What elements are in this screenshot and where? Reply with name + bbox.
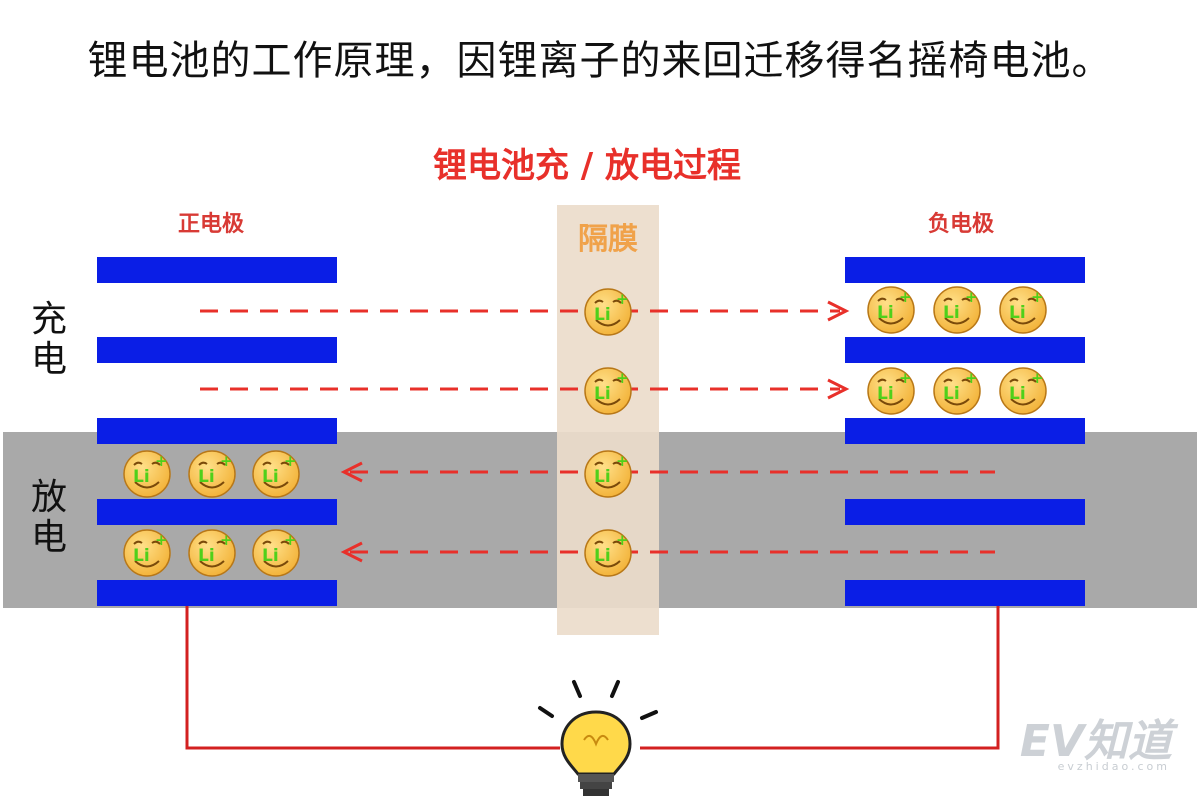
ion-charge: + — [616, 452, 629, 470]
discharge-arrow-head — [340, 541, 363, 563]
ion-charge: + — [220, 531, 233, 549]
lithium-ion-icon: Li + — [583, 449, 633, 499]
ion-label: Li — [594, 546, 611, 566]
ion-charge: + — [1031, 369, 1044, 387]
ion-charge: + — [220, 452, 233, 470]
lithium-ion-icon: Li + — [251, 528, 301, 578]
charge-label-text: 充电 — [30, 299, 67, 380]
ion-label: Li — [594, 467, 611, 487]
ion-label: Li — [1009, 384, 1026, 404]
ion-label: Li — [262, 467, 279, 487]
discharge-arrow-head — [340, 461, 363, 483]
positive-plate — [97, 580, 337, 606]
positive-plate — [97, 499, 337, 525]
negative-electrode-label: 负电极 — [928, 212, 995, 237]
lithium-ion-icon: Li + — [122, 528, 172, 578]
diagram-title: 锂电池充 / 放电过程 — [432, 146, 742, 186]
lithium-ion-icon: Li + — [932, 366, 982, 416]
ion-label: Li — [1009, 303, 1026, 323]
charge-arrow-head — [827, 300, 850, 322]
ion-charge: + — [899, 288, 912, 306]
ion-charge: + — [965, 288, 978, 306]
ion-label: Li — [198, 546, 215, 566]
ion-charge: + — [1031, 288, 1044, 306]
ion-charge: + — [616, 531, 629, 549]
positive-electrode-label: 正电极 — [178, 212, 245, 237]
discharge-label-text: 放电 — [30, 477, 67, 558]
ion-charge: + — [965, 369, 978, 387]
caption: 锂电池的工作原理，因锂离子的来回迁移得名摇椅电池。 — [87, 38, 1113, 84]
charge-arrow-head — [827, 378, 850, 400]
lithium-ion-icon: Li + — [998, 285, 1048, 335]
ion-label: Li — [877, 384, 894, 404]
lithium-ion-icon: Li + — [583, 528, 633, 578]
circuit-wire-right — [640, 606, 1000, 750]
lithium-ion-icon: Li + — [583, 287, 633, 337]
ion-label: Li — [198, 467, 215, 487]
charge-label: 充电 — [24, 300, 74, 380]
positive-plate — [97, 418, 337, 444]
negative-plate — [845, 337, 1085, 363]
ion-charge: + — [284, 531, 297, 549]
negative-plate — [845, 257, 1085, 283]
ion-charge: + — [284, 452, 297, 470]
lithium-ion-icon: Li + — [122, 449, 172, 499]
ion-charge: + — [616, 369, 629, 387]
lightbulb-icon — [538, 680, 658, 796]
negative-plate — [845, 418, 1085, 444]
ion-charge: + — [155, 452, 168, 470]
ion-label: Li — [877, 303, 894, 323]
lithium-ion-icon: Li + — [866, 285, 916, 335]
negative-plate — [845, 580, 1085, 606]
ion-label: Li — [133, 546, 150, 566]
positive-plate — [97, 337, 337, 363]
lithium-ion-icon: Li + — [998, 366, 1048, 416]
separator-label: 隔膜 — [578, 222, 638, 257]
lithium-ion-icon: Li + — [187, 449, 237, 499]
lithium-ion-icon: Li + — [866, 366, 916, 416]
lithium-ion-icon: Li + — [251, 449, 301, 499]
negative-plate — [845, 499, 1085, 525]
lithium-ion-icon: Li + — [187, 528, 237, 578]
ion-label: Li — [943, 303, 960, 323]
discharge-label: 放电 — [24, 478, 74, 558]
ion-label: Li — [943, 384, 960, 404]
ion-charge: + — [616, 290, 629, 308]
ion-label: Li — [262, 546, 279, 566]
watermark-brand: EV知道 — [1019, 716, 1172, 767]
lithium-ion-icon: Li + — [583, 366, 633, 416]
ion-label: Li — [594, 384, 611, 404]
ion-label: Li — [594, 305, 611, 325]
lithium-ion-icon: Li + — [932, 285, 982, 335]
circuit-wire-left — [185, 606, 560, 750]
positive-plate — [97, 257, 337, 283]
ion-label: Li — [133, 467, 150, 487]
ion-charge: + — [155, 531, 168, 549]
watermark-url: evzhidao.com — [1057, 760, 1170, 773]
ion-charge: + — [899, 369, 912, 387]
